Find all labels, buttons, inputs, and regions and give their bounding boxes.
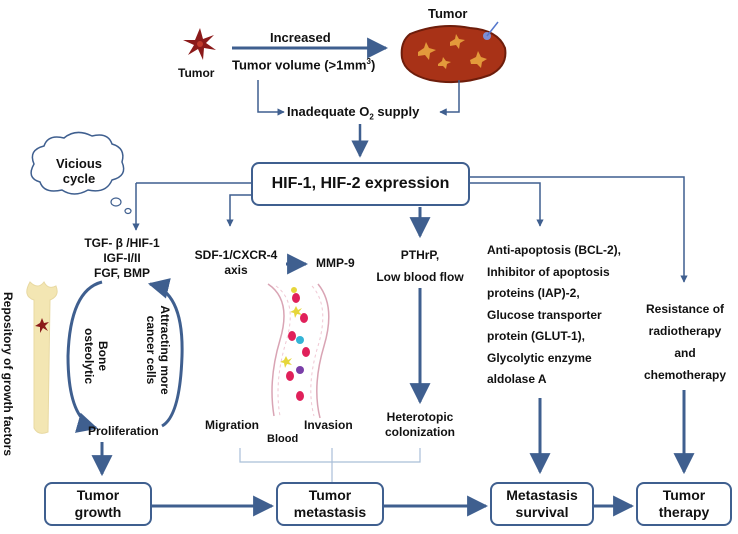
invasion-label: Invasion [304, 418, 353, 432]
large-tumor-to-o2-connector [439, 80, 460, 116]
bone-illustration [26, 281, 58, 434]
repository-label: Repository of growth factors [1, 291, 15, 457]
mmp9-label: MMP-9 [316, 256, 355, 270]
proliferation-label: Proliferation [88, 424, 159, 438]
pthrp-label: PTHrP,Low blood flow [376, 248, 464, 284]
hif-to-sdf-arrow [226, 194, 251, 227]
hif-to-survival-arrow [470, 182, 544, 227]
hif-expression-box: HIF-1, HIF-2 expression [251, 162, 470, 206]
growth-factors-label: TGF- β /HIF-1 IGF-I/II FGF, BMP [84, 236, 160, 280]
small-tumor-icon [183, 28, 216, 60]
cycle-right-arc [147, 278, 184, 428]
blood-label: Blood [267, 433, 299, 445]
inadequate-o2-label: Inadequate O2 supply [287, 104, 420, 122]
survival-factors-list: Anti-apoptosis (BCL-2), Inhibitor of apo… [487, 243, 621, 386]
large-tumor-label: Tumor [428, 6, 468, 21]
metastasis-bracket [239, 448, 421, 463]
migration-label: Migration [205, 418, 259, 432]
blood-vessel-illustration [267, 283, 330, 419]
hif-to-therapy-arrow [470, 176, 688, 283]
vicious-cycle-cloud [30, 131, 132, 215]
resistance-label: Resistance of radiotherapy and chemother… [643, 302, 727, 382]
large-tumor-icon [400, 21, 507, 84]
tumor-to-o2-connector [257, 80, 285, 116]
tumor-volume-label: Tumor volume (>1mm3) [232, 57, 376, 73]
small-tumor-label: Tumor [178, 66, 215, 80]
increased-label: Increased [270, 30, 331, 45]
cycle-left-arc [66, 280, 103, 433]
